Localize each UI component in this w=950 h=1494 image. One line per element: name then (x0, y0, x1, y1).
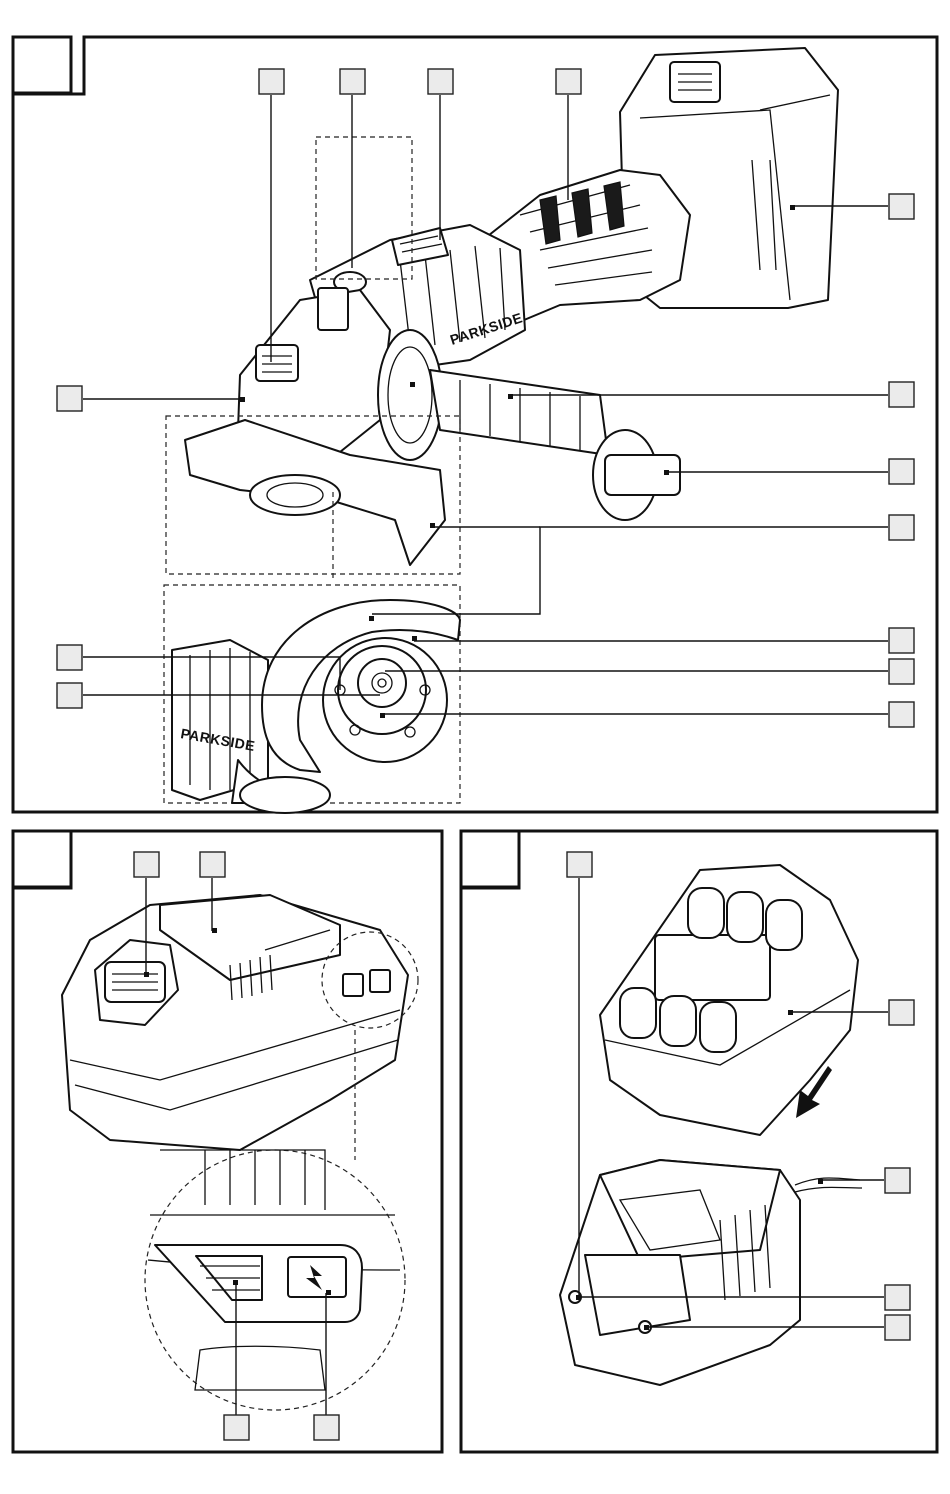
battery-pack-inverted-illustration (600, 865, 858, 1135)
auxiliary-handle (430, 370, 608, 455)
callout-1h (889, 459, 914, 484)
charger-front-panel (585, 1255, 690, 1335)
figure-3-number-tab (461, 831, 519, 887)
battery-vent-slot-3 (766, 900, 802, 950)
inverted-battery-top-window (655, 935, 770, 1000)
callout-1c (428, 69, 453, 94)
callout-1a (259, 69, 284, 94)
callout-1d (556, 69, 581, 94)
figure-2-number-tab (13, 831, 71, 887)
charge-level-button-small (343, 974, 363, 996)
callout-3c (885, 1168, 910, 1193)
spindle-closeup-illustration: PARKSIDE (172, 600, 460, 813)
battery-vent-slot-5 (660, 996, 696, 1046)
callout-2d (314, 1415, 339, 1440)
callout-3a (567, 852, 592, 877)
battery-vent-slot-1 (688, 888, 724, 938)
charger-illustration (560, 1160, 862, 1385)
callout-1m (57, 645, 82, 670)
callout-1n (57, 683, 82, 708)
callout-2b (200, 852, 225, 877)
callout-1g (889, 382, 914, 407)
callout-2c (224, 1415, 249, 1440)
angle-grinder-illustration: PARKSIDE (185, 48, 838, 565)
callout-1i (889, 515, 914, 540)
gear-head-button (256, 345, 298, 381)
figure-1-panel: PARKSIDE (13, 37, 937, 813)
battery-vent-slot-4 (620, 988, 656, 1038)
figure-1-number-tab (13, 37, 71, 93)
spindle-flange (250, 475, 340, 515)
callout-2a (134, 852, 159, 877)
callout-1k (889, 659, 914, 684)
figure-2-panel (13, 831, 442, 1452)
callout-3e (885, 1315, 910, 1340)
callout-3b (889, 1000, 914, 1025)
battery-vent-slot-6 (700, 1002, 736, 1052)
charge-status-indicator (288, 1257, 346, 1297)
figure-3-panel (461, 831, 937, 1452)
callout-1l (889, 702, 914, 727)
callout-1f (57, 386, 82, 411)
callout-1b (340, 69, 365, 94)
callout-1e (889, 194, 914, 219)
charge-indicator-small (370, 970, 390, 992)
callout-1j (889, 628, 914, 653)
callout-3d (885, 1285, 910, 1310)
closeup-clamping-nut (358, 659, 406, 707)
battery-pack-illustration (62, 895, 408, 1150)
battery-vent-slot-2 (727, 892, 763, 942)
